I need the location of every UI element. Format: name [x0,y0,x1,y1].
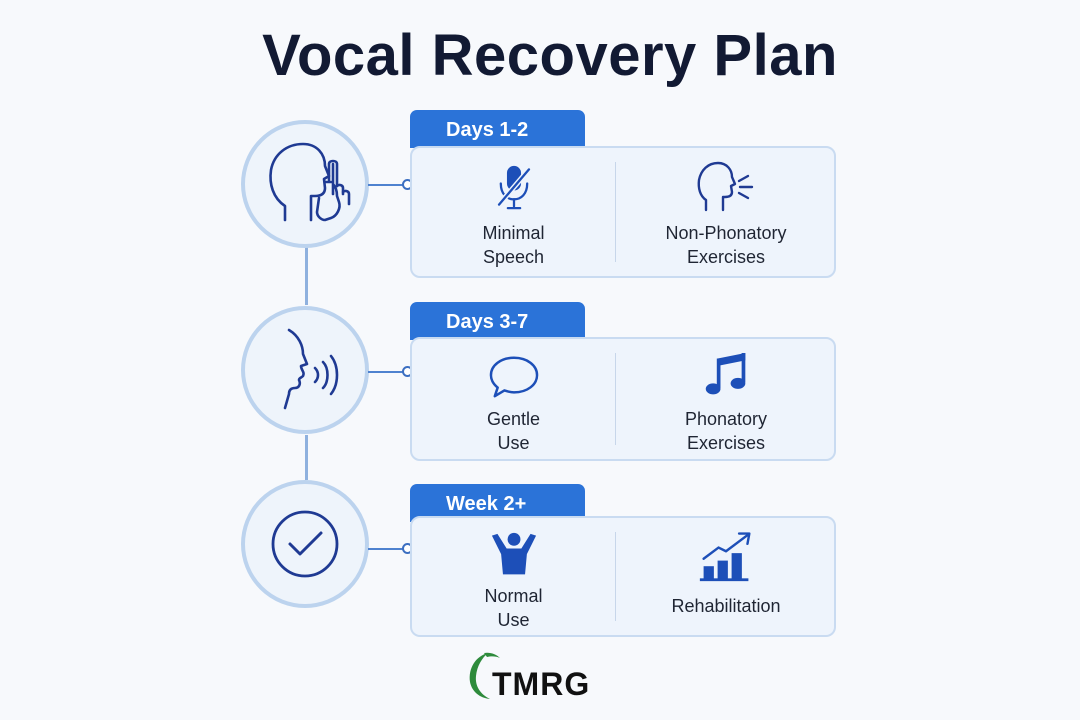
growth-chart-icon [699,532,751,582]
microphone-muted-icon [495,165,532,210]
stage-2-tab: Days 3-7 [410,302,585,340]
stage-1-card: Minimal Speech Non-Phonatory Exercises [410,146,836,278]
normal-use-label: Normal Use [484,586,543,630]
stage-3-circle [241,480,369,608]
head-breathing-icon [697,161,754,212]
face-speaking-icon [283,328,339,410]
stage-2-divider [615,353,616,445]
stage-1-tab: Days 1-2 [410,110,585,148]
timeline-rail-lower [305,435,308,480]
stage-3-divider [615,532,616,621]
tmrg-logo: TMRG [466,650,606,702]
stage-2-circle [241,306,369,434]
minimal-speech-label: Minimal Speech [482,223,545,267]
non-phonatory-label: Non-Phonatory Exercises [665,223,787,267]
leaf-swoosh-icon [469,652,500,699]
checkmark-icon [271,510,339,578]
head-shush-icon [269,142,351,222]
stage-2-item-2: Phonatory Exercises [616,339,836,459]
timeline-rail-upper [305,245,308,305]
speech-bubble-icon [489,356,538,398]
logo-text: TMRG [492,666,591,702]
stage-1-item-2: Non-Phonatory Exercises [616,148,836,276]
stage-2-item-1: Gentle Use [412,339,615,459]
stage-2-card: Gentle Use Phonatory Exercises [410,337,836,461]
phonatory-label: Phonatory Exercises [684,409,768,453]
rehabilitation-label: Rehabilitation [671,596,781,616]
stage-3-item-2: Rehabilitation [616,518,836,635]
stage-1-item-1: Minimal Speech [412,148,615,276]
stage-1-connector [368,184,404,186]
page-title: Vocal Recovery Plan [262,23,838,88]
stage-3-item-1: Normal Use [412,518,615,635]
stage-1-circle [241,120,369,248]
music-note-icon [705,353,746,395]
stage-3-tab: Week 2+ [410,484,585,522]
stage-3-connector [368,548,404,550]
stage-2-connector [368,371,404,373]
gentle-use-label: Gentle Use [486,409,541,453]
stage-1-divider [615,162,616,262]
person-arms-up-icon [491,532,536,575]
stage-3-card: Normal Use Rehabilitation [410,516,836,637]
